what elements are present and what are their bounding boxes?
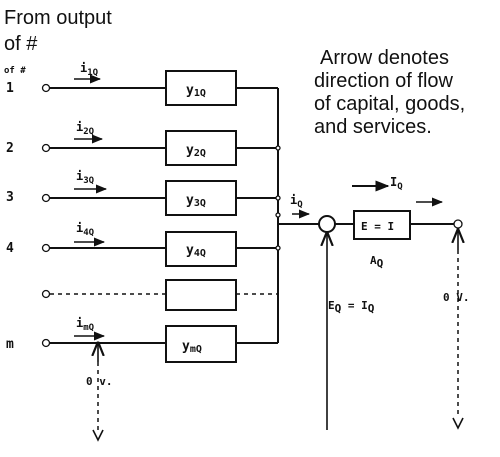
ground-label-left: 0 v.	[86, 375, 113, 388]
input-terminal-4	[41, 243, 51, 253]
input-row-4: 4 i4Q y4Q	[6, 221, 278, 267]
transfer-block	[353, 210, 411, 240]
input-index-4: 4	[6, 241, 14, 256]
admittance-label-1: y1Q	[186, 83, 206, 99]
output-terminal	[453, 219, 463, 229]
current-label-1: i1Q	[80, 61, 99, 78]
input-row-elided	[41, 279, 278, 311]
current-label-m: imQ	[76, 316, 95, 333]
input-terminal-3	[41, 193, 51, 203]
ground-symbol-right	[452, 417, 464, 430]
admittance-label-2: y2Q	[186, 143, 206, 159]
top-current-label: IQ	[390, 175, 403, 192]
input-terminal-1	[41, 83, 51, 93]
transfer-label: AQ	[370, 254, 384, 270]
input-index-2: 2	[6, 141, 14, 156]
admittance-block-4	[165, 231, 237, 267]
input-terminal-2	[41, 143, 51, 153]
transfer-equation: E = I	[361, 220, 394, 233]
note-line-2: direction of flow	[314, 70, 454, 92]
ground-symbol-left	[92, 429, 104, 442]
input-terminal-m	[41, 338, 51, 348]
input-row-1: 1 i1Q y1Q	[6, 61, 278, 106]
note-line-4: and services.	[314, 116, 432, 138]
source-label: EQ = IQ	[328, 299, 375, 315]
input-index-3: 3	[6, 190, 14, 205]
input-index-m: m	[6, 337, 14, 352]
current-label-3: i3Q	[76, 169, 95, 186]
header-line-2: of #	[4, 33, 38, 55]
bus-current-label: iQ	[290, 193, 303, 210]
summing-node	[318, 215, 336, 233]
input-row-3: 3 i3Q y3Q	[6, 169, 278, 216]
note-line-1: Arrow denotes	[320, 47, 449, 69]
header-line-1: From output	[4, 7, 112, 29]
input-terminal-elided	[41, 289, 51, 299]
input-index-1: 1	[6, 81, 14, 96]
admittance-label-4: y4Q	[186, 243, 206, 259]
input-row-m: m imQ ymQ 0 v.	[6, 316, 278, 442]
note-line-3: of capital, goods,	[314, 93, 465, 115]
header-line-3: of #	[4, 66, 26, 76]
admittance-block-elided	[165, 279, 237, 311]
admittance-label-m: ymQ	[182, 339, 202, 355]
current-label-4: i4Q	[76, 221, 95, 238]
admittance-label-3: y3Q	[186, 193, 206, 209]
input-row-2: 2 i2Q y2Q	[6, 120, 278, 166]
current-label-2: i2Q	[76, 120, 95, 137]
ground-label-right: 0 V.	[443, 291, 470, 304]
